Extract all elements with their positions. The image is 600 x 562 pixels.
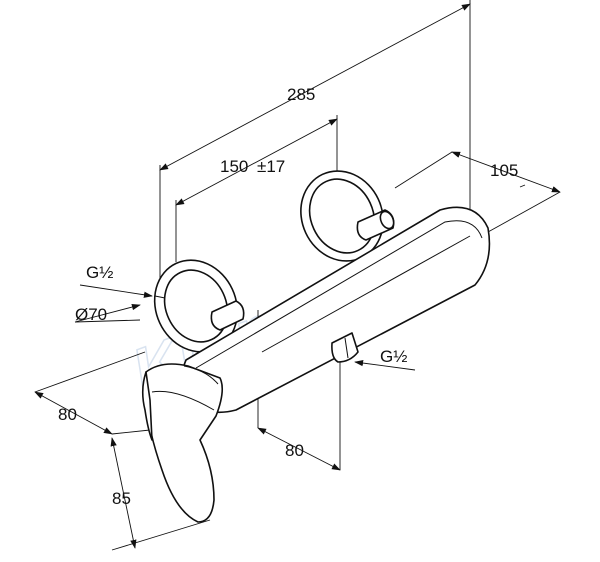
label-center-distance: 150 (220, 157, 248, 176)
front-rosette (153, 259, 245, 353)
label-outlet-offset: 80 (285, 441, 304, 460)
label-overall-width: 285 (287, 85, 315, 104)
dimension-labels: 285 150 ±17 105 G½ Ø70 G½ 80 80 85 (58, 85, 518, 508)
label-thread-outlet: G½ (380, 347, 407, 366)
label-center-distance-tolerance: ±17 (257, 157, 285, 176)
label-lever-height: 85 (112, 489, 131, 508)
label-thread-inlet: G½ (86, 263, 113, 282)
label-left-depth: 80 (58, 405, 77, 424)
handle-lever (141, 363, 224, 523)
label-depth: 105 (490, 161, 518, 180)
dimension-lines (34, 3, 561, 549)
label-rosette-diameter: Ø70 (75, 305, 107, 324)
